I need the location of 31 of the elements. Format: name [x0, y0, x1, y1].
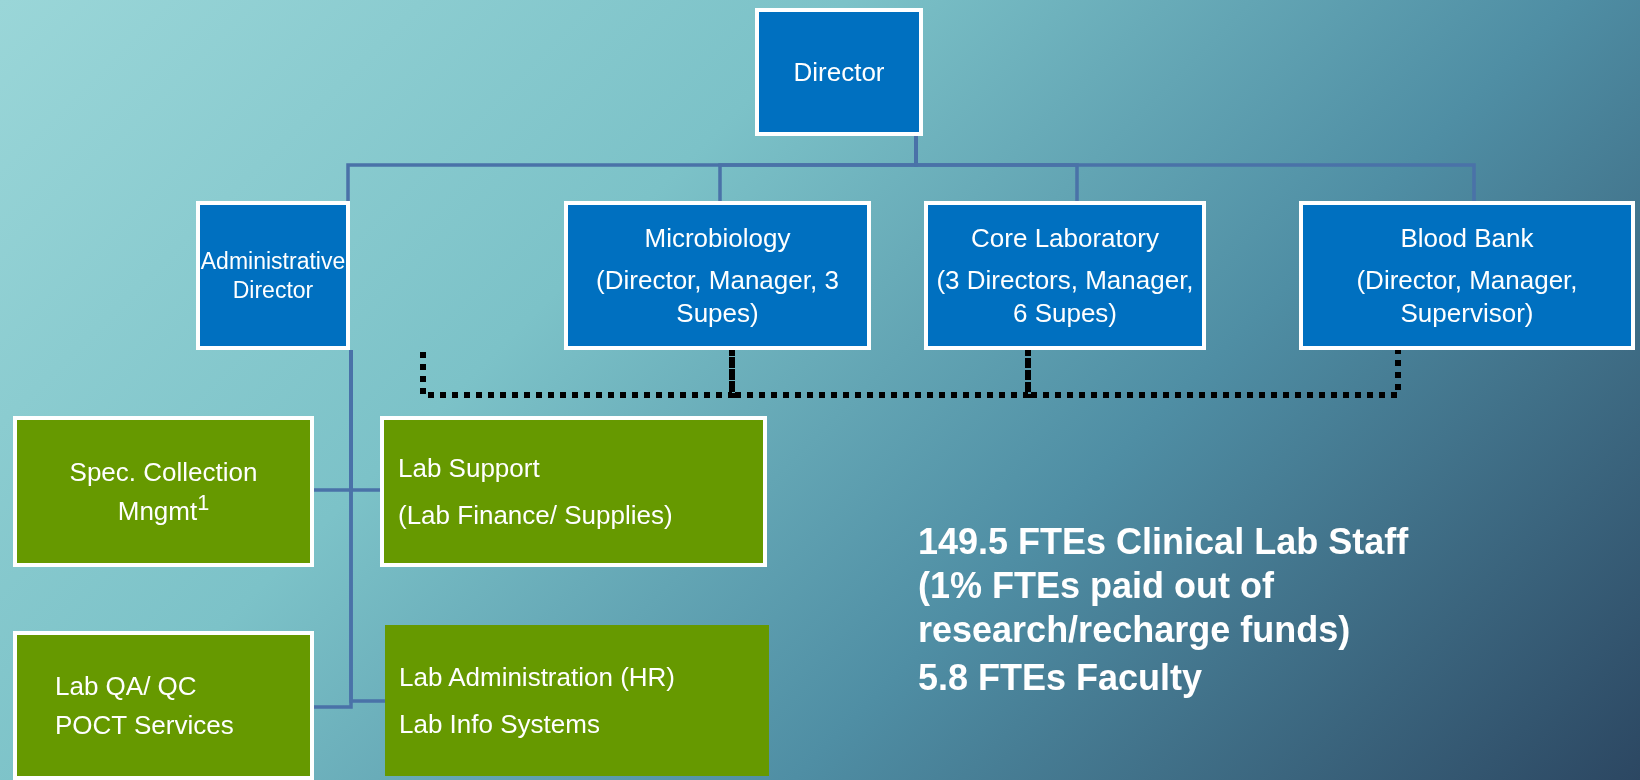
staff-note: 149.5 FTEs Clinical Lab Staff	[918, 520, 1409, 564]
box-text: (Director, Manager, 3 Supes)	[595, 264, 840, 330]
org-box	[196, 201, 350, 350]
staff-note: (1% FTEs paid out of research/recharge funds)	[918, 563, 1352, 652]
box-text: Microbiology	[644, 221, 791, 255]
org-box	[380, 416, 767, 567]
org-box	[564, 201, 871, 350]
box-text: Lab Support	[398, 452, 540, 485]
org-box	[924, 201, 1206, 350]
box-text: (Director, Manager, Supervisor)	[1355, 264, 1579, 330]
org-box	[755, 8, 923, 136]
staff-note: 5.8 FTEs Faculty	[918, 655, 1203, 700]
box-text: Blood Bank	[1400, 221, 1534, 255]
box-text: Spec. Collection Mngmt$^{1}$	[68, 456, 259, 527]
connector-line	[349, 350, 385, 703]
box-text: Administrative Director	[200, 246, 346, 305]
box-text: Core Laboratory	[971, 221, 1159, 255]
dotted-connector	[420, 350, 735, 398]
box-text: Lab Administration (HR)	[399, 661, 675, 694]
dotted-connector	[1025, 350, 1401, 398]
org-box	[1299, 201, 1635, 350]
dotted-connector	[729, 350, 1031, 398]
box-text: Director	[793, 55, 885, 89]
org-box	[385, 625, 769, 776]
org-box	[13, 631, 314, 780]
box-text: POCT Services	[55, 708, 234, 741]
org-box	[13, 416, 314, 567]
box-text: (3 Directors, Manager, 6 Supes)	[936, 264, 1194, 330]
box-text: Lab QA/ QC	[55, 670, 197, 703]
box-text: (Lab Finance/ Supplies)	[398, 498, 673, 531]
box-text: Lab Info Systems	[399, 707, 600, 740]
